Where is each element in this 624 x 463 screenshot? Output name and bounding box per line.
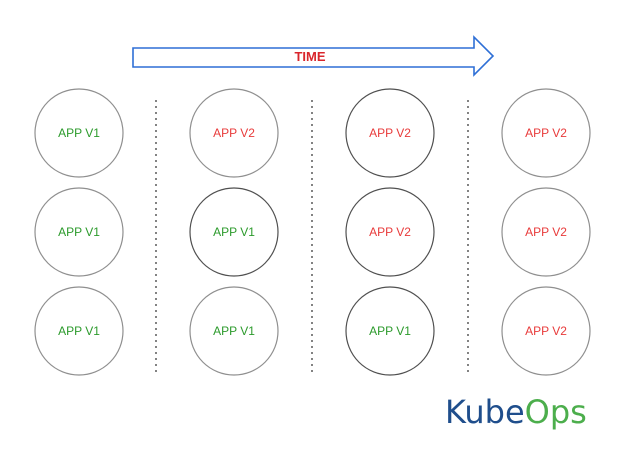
app-instance-circle xyxy=(34,88,124,178)
svg-text:KubeOps: KubeOps xyxy=(445,393,587,431)
time-label: TIME xyxy=(294,49,325,64)
app-instance-circle xyxy=(345,286,435,376)
app-instance-circle xyxy=(345,187,435,277)
app-instance-label: APP V2 xyxy=(525,324,567,338)
app-instance-label: APP V2 xyxy=(369,126,411,140)
app-instance-circle xyxy=(501,286,591,376)
app-instance-circle xyxy=(34,187,124,277)
app-instance-circle xyxy=(189,88,279,178)
app-instance-label: APP V1 xyxy=(213,324,255,338)
arrow-shape xyxy=(132,35,495,77)
logo-kube-text: Kube xyxy=(445,393,525,431)
logo-ops-text: Ops xyxy=(525,393,587,431)
app-instance-label: APP V1 xyxy=(58,324,100,338)
app-instance-circle xyxy=(34,286,124,376)
app-instance-circle xyxy=(345,88,435,178)
app-instance-circle xyxy=(189,286,279,376)
app-instance-label: APP V2 xyxy=(525,126,567,140)
app-instance-label: APP V1 xyxy=(213,225,255,239)
kubeops-logo: KubeOps xyxy=(445,393,587,431)
app-instance-label: APP V1 xyxy=(369,324,411,338)
app-instance-label: APP V2 xyxy=(369,225,411,239)
deployment-column-4: APP V2 APP V2 APP V2 xyxy=(501,88,591,376)
app-instance-circle xyxy=(501,88,591,178)
app-instance-circle xyxy=(189,187,279,277)
app-instance-circle xyxy=(501,187,591,277)
app-instance-label: APP V2 xyxy=(525,225,567,239)
deployment-column-1: APP V1 APP V1 APP V1 xyxy=(34,88,124,376)
timeline-arrow: TIME xyxy=(132,35,495,77)
app-instance-label: APP V1 xyxy=(58,225,100,239)
deployment-column-3: APP V2 APP V2 APP V1 xyxy=(345,88,435,376)
app-instance-label: APP V2 xyxy=(213,126,255,140)
app-instance-label: APP V1 xyxy=(58,126,100,140)
deployment-column-2: APP V2 APP V1 APP V1 xyxy=(189,88,279,376)
